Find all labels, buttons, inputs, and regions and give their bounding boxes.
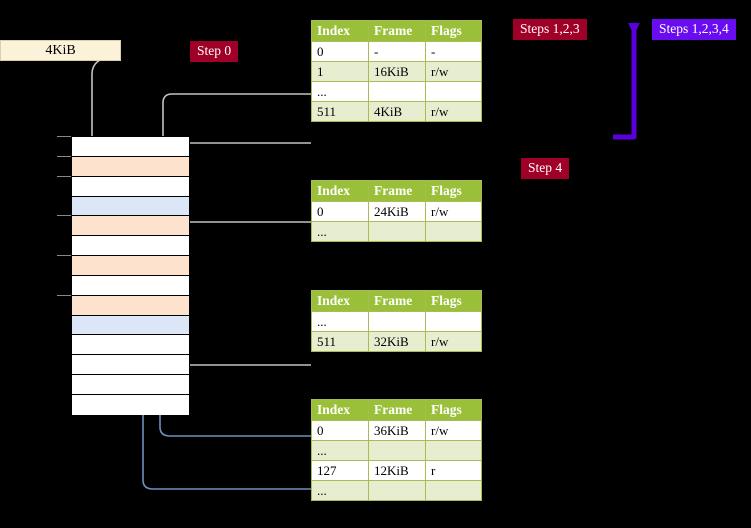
- frame-size-label: 4KiB: [0, 40, 121, 61]
- physical-memory-grid: [71, 136, 190, 415]
- cell-index: 0: [311, 200, 369, 222]
- memory-tick: [57, 255, 71, 257]
- memory-frame-row: [72, 176, 189, 197]
- column-header-index: Index: [311, 290, 369, 312]
- cell-flags: r: [425, 459, 482, 481]
- cell-flags: [425, 439, 482, 461]
- memory-frame-row: [72, 156, 189, 177]
- badge-steps-1234: Steps 1,2,3,4: [652, 19, 736, 40]
- table-row: ...: [311, 220, 482, 242]
- table-header-row: Index Frame Flags: [311, 180, 482, 202]
- column-header-flags: Flags: [425, 290, 482, 312]
- column-header-index: Index: [311, 180, 369, 202]
- column-header-flags: Flags: [425, 399, 482, 421]
- memory-tick: [57, 215, 71, 217]
- cell-flags: [425, 220, 482, 242]
- memory-frame-row: [72, 256, 189, 276]
- memory-frame-row: [72, 335, 189, 356]
- column-header-frame: Frame: [368, 290, 426, 312]
- cell-frame: 12KiB: [368, 459, 426, 481]
- cell-frame: 16KiB: [368, 60, 426, 82]
- cell-frame: [368, 220, 426, 242]
- cell-index: 511: [311, 100, 369, 122]
- cell-index: 0: [311, 419, 369, 441]
- cell-flags: r/w: [425, 419, 482, 441]
- badge-step-4: Step 4: [521, 158, 570, 179]
- memory-tick: [57, 136, 71, 137]
- cell-frame: 4KiB: [368, 100, 426, 122]
- table-row: ...: [311, 479, 482, 501]
- wire-memory-to-l3: [171, 221, 311, 266]
- badge-step-0: Step 0: [190, 41, 239, 62]
- memory-frame-row: [72, 137, 189, 157]
- cell-frame: [368, 80, 426, 102]
- cell-flags: -: [425, 40, 482, 62]
- memory-tick: [57, 294, 71, 296]
- memory-frame-row: [72, 275, 189, 296]
- column-header-flags: Flags: [425, 180, 482, 202]
- cell-index: 1: [311, 60, 369, 82]
- cell-index: ...: [311, 310, 369, 332]
- cell-frame: 32KiB: [368, 330, 426, 352]
- memory-frame-row: [72, 375, 189, 396]
- cell-flags: [425, 80, 482, 102]
- cell-frame: 24KiB: [368, 200, 426, 222]
- cell-flags: r/w: [425, 100, 482, 122]
- column-header-frame: Frame: [368, 180, 426, 202]
- table-header-row: Index Frame Flags: [311, 20, 482, 42]
- cell-index: 127: [311, 459, 369, 481]
- cell-index: ...: [311, 479, 369, 501]
- table-header-row: Index Frame Flags: [311, 290, 482, 312]
- cell-index: 511: [311, 330, 369, 352]
- memory-frame-row: [72, 216, 189, 237]
- cell-frame: [368, 479, 426, 501]
- table-row: ...: [311, 310, 482, 332]
- memory-frame-row: [72, 395, 189, 415]
- memory-tick: [57, 155, 71, 157]
- wire-purple-return: [613, 23, 640, 140]
- column-header-frame: Frame: [368, 399, 426, 421]
- column-header-index: Index: [311, 399, 369, 421]
- memory-frame-row: [72, 236, 189, 257]
- cell-flags: r/w: [425, 60, 482, 82]
- table-row: ...: [311, 439, 482, 461]
- frame-size-text: 4KiB: [45, 42, 76, 58]
- table-row: ...: [311, 80, 482, 102]
- cell-flags: r/w: [425, 330, 482, 352]
- cell-frame: 36KiB: [368, 419, 426, 441]
- table-header-row: Index Frame Flags: [311, 399, 482, 421]
- wire-memory-to-l2: [171, 311, 311, 366]
- memory-frame-row: [72, 295, 189, 316]
- cell-index: ...: [311, 80, 369, 102]
- cell-index: ...: [311, 439, 369, 461]
- memory-frame-row: [72, 315, 189, 336]
- cell-index: ...: [311, 220, 369, 242]
- column-header-index: Index: [311, 20, 369, 42]
- wire-memory-to-l4-511: [171, 142, 311, 166]
- cell-flags: [425, 310, 482, 332]
- cell-frame: [368, 439, 426, 461]
- column-header-flags: Flags: [425, 20, 482, 42]
- memory-frame-row: [72, 196, 189, 217]
- column-header-frame: Frame: [368, 20, 426, 42]
- memory-tick: [57, 175, 71, 177]
- cell-flags: r/w: [425, 200, 482, 222]
- badge-steps-123: Steps 1,2,3: [513, 19, 587, 40]
- table-row: 0--: [311, 40, 482, 62]
- cell-flags: [425, 479, 482, 501]
- cell-frame: [368, 310, 426, 332]
- cell-frame: -: [368, 40, 426, 62]
- memory-frame-row: [72, 355, 189, 376]
- cell-index: 0: [311, 40, 369, 62]
